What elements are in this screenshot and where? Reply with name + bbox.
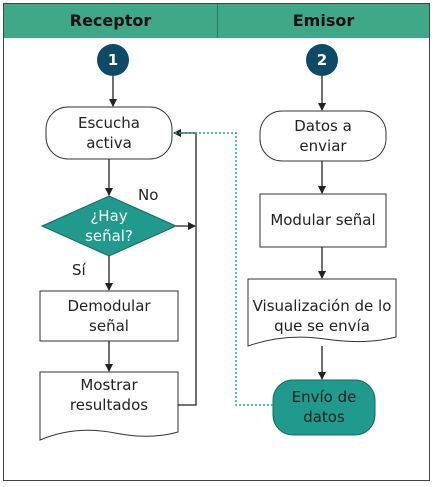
data-label: Datos a enviar [294, 117, 352, 155]
demodulate-label: Demodular señal [67, 297, 151, 335]
display-label: Visualización de lo que se envía [252, 297, 392, 335]
receptor-title: Receptor [69, 11, 152, 30]
send-node [272, 379, 376, 436]
display-node [247, 278, 397, 347]
step-2-circle [306, 44, 338, 76]
modulate-label: Modular señal [270, 211, 376, 229]
no-label: No [138, 186, 159, 204]
data-node [259, 110, 387, 162]
decision-label: ¿Hay señal? [85, 207, 133, 245]
step-1-number: 1 [107, 51, 119, 69]
diagram-frame: Receptor Emisor [3, 3, 430, 481]
step-1-circle [97, 44, 129, 76]
dotted-link [174, 132, 273, 406]
send-label: Envío de datos [291, 388, 357, 426]
listen-label: Escucha activa [78, 114, 140, 152]
loop-back-line [173, 129, 197, 406]
show-results-node [39, 371, 179, 441]
demodulate-node [39, 290, 179, 342]
header-bar: Receptor Emisor [4, 4, 429, 38]
step-2-number: 2 [316, 51, 328, 69]
emisor-title: Emisor [292, 11, 355, 30]
header-divider [217, 4, 218, 38]
show-results-label: Mostrar resultados [69, 376, 149, 414]
yes-label: Sí [72, 261, 86, 279]
modulate-node [259, 193, 387, 248]
